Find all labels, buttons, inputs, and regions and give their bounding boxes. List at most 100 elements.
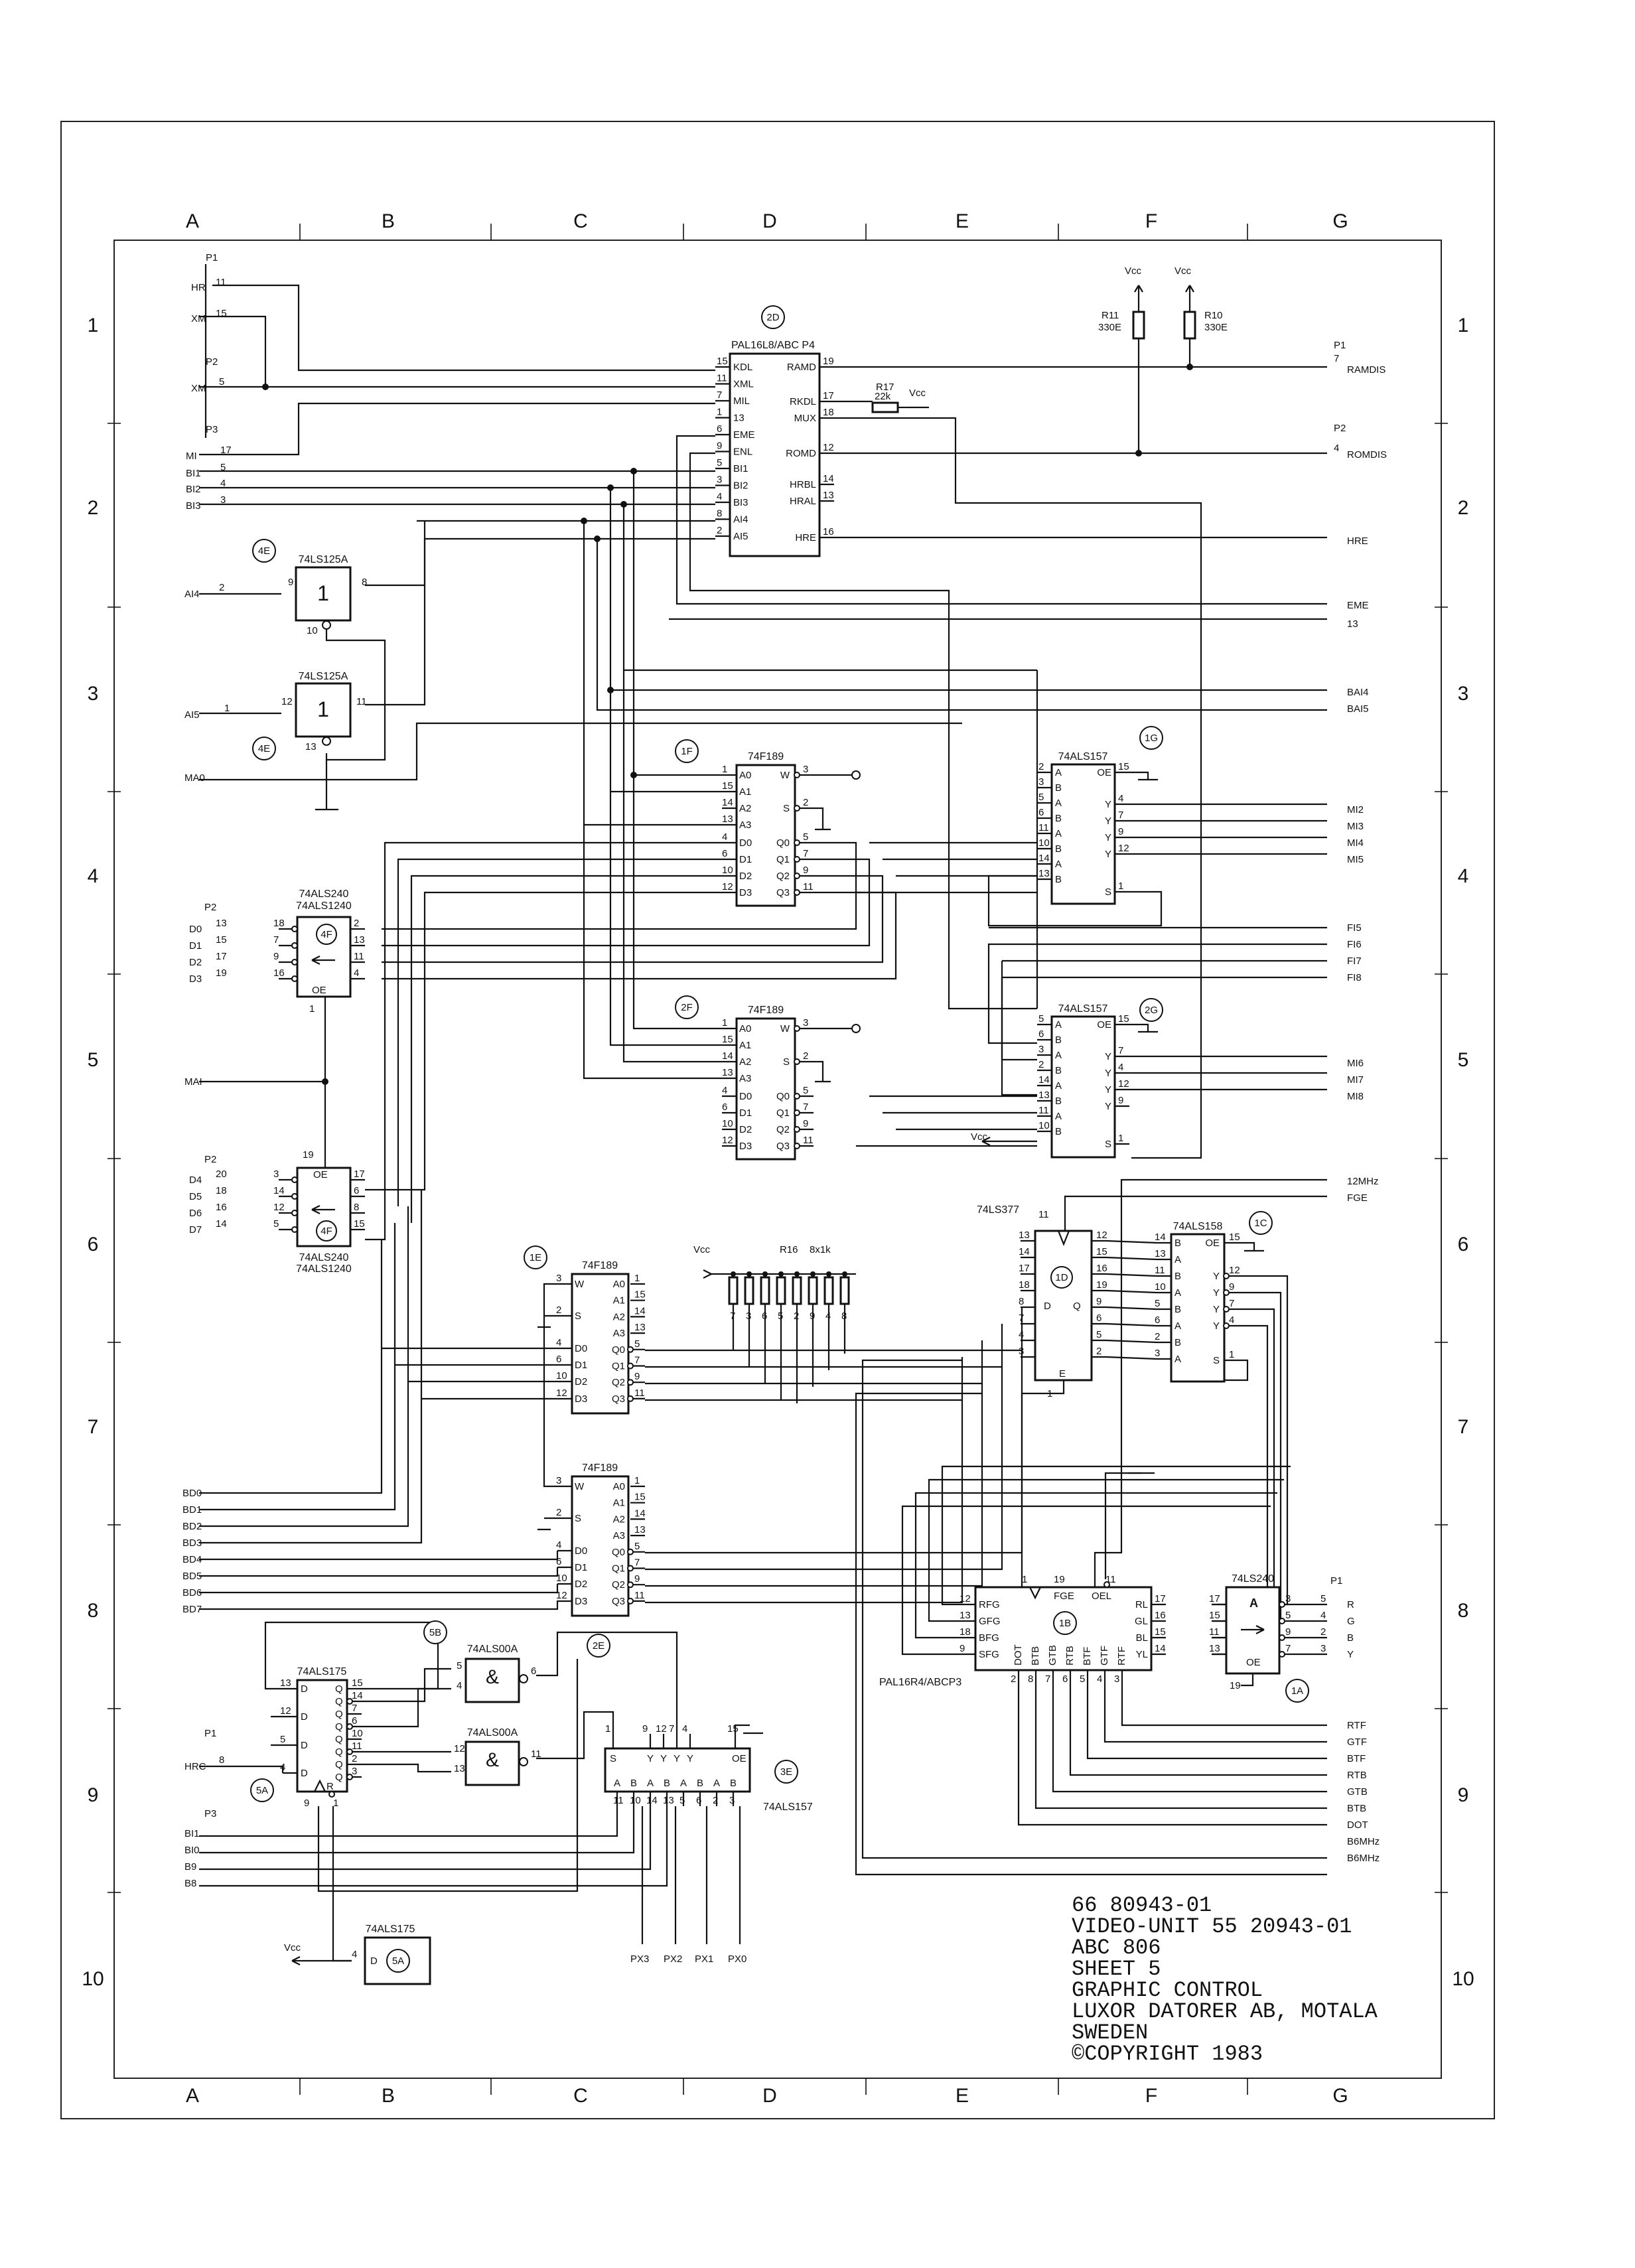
- signal-label: BI3: [186, 500, 201, 512]
- driver-4f-top-oe: OE: [312, 985, 326, 996]
- ram-2f-pin-label: A3: [739, 1073, 751, 1084]
- zone-row-10: 10: [1452, 1968, 1474, 1990]
- ram-1f-pin-num: 13: [722, 814, 733, 825]
- ram-1e-pin-label: D3: [575, 1393, 587, 1405]
- mux-2g-pin-num: 5: [1038, 1013, 1044, 1025]
- driver-1a-name: 74LS240: [1232, 1573, 1274, 1585]
- ram-2e-ref-circle: [587, 1634, 610, 1658]
- mux-1g-pin-num: 14: [1038, 853, 1050, 864]
- nand-5b-bottom-body: [464, 1740, 520, 1786]
- mux-1g-pin-label: OE: [1097, 767, 1111, 778]
- pal-1b-pin-num: 12: [960, 1593, 971, 1604]
- ram-2e-pins: 3W2S4D06D110D212D31A015A114A213A35Q07Q19…: [556, 1475, 646, 1607]
- r16-pin-num: 7: [730, 1311, 735, 1322]
- mux-1g-pin-num: 10: [1038, 837, 1050, 849]
- ram-1f-pin-label: S: [783, 803, 790, 814]
- buffer-4e-top-en-bubble: [322, 620, 331, 630]
- latch-1d-pin-num: 17: [1019, 1263, 1030, 1274]
- pal-2d-pin-num: 3: [717, 474, 722, 486]
- nand-5b-bottom-pin-a: 12: [454, 1743, 465, 1754]
- buffer-4e-top-pin-out: 8: [362, 577, 367, 588]
- buffer-4e-bottom: 74LS125A 1 4E 12 11 13: [252, 671, 367, 760]
- ram-1e-pin-label: D2: [575, 1376, 587, 1387]
- pin-label: 7: [1334, 353, 1339, 364]
- signal-label: D6: [189, 1208, 202, 1219]
- ram-1f-pin-num: 3: [803, 764, 808, 775]
- latch-1d-pin-num: 5: [1096, 1329, 1102, 1340]
- signal-ramdis-label: RAMDIS: [1347, 364, 1386, 376]
- mux-3e-top-pin-num: 1: [605, 1723, 610, 1735]
- wire-xm: [199, 315, 715, 388]
- flipflop-5a-small-ref-circle: [386, 1949, 410, 1973]
- signal-label: FI8: [1347, 972, 1362, 983]
- ram-1f-pin-label: D0: [739, 837, 752, 849]
- flipflop-5a-pin-label: D: [301, 1711, 308, 1723]
- flipflop-5a-pin-bubble: [346, 1748, 353, 1755]
- driver-1a-pin-num: 11: [1209, 1626, 1220, 1638]
- mux-1g-pin-label: Y: [1105, 832, 1111, 843]
- mux-2g-pin-label: B: [1055, 1096, 1062, 1107]
- r16-pin-num: 2: [794, 1311, 799, 1322]
- driver-1a-pin-num: 5: [1285, 1610, 1291, 1621]
- ram-2e-pin-bubble: [627, 1597, 634, 1604]
- wire-b6mhz: [861, 1359, 1327, 1859]
- nand-5b-top-pin-b: 4: [457, 1680, 462, 1691]
- connector-p1-label: P1: [206, 252, 218, 263]
- pin-label: 8: [219, 1754, 224, 1766]
- pal-2d-pin-label: BI1: [733, 463, 748, 474]
- zone-row-7: 7: [1458, 1416, 1469, 1438]
- wire: [1105, 1339, 1157, 1344]
- title-line-model: ABC 806: [1072, 1936, 1161, 1960]
- connector-p1-rgby: P1: [1330, 1575, 1342, 1587]
- pal-2d-pin-num: 13: [823, 490, 834, 501]
- pin-label: 17: [216, 951, 227, 962]
- zone-row-1: 1: [88, 315, 99, 336]
- ram-2f-pin-num: 6: [722, 1101, 727, 1113]
- pal-2d-pin-num: 1: [717, 407, 722, 418]
- wire: [199, 1567, 559, 1577]
- flipflop-5a-pin-label: D: [301, 1768, 308, 1779]
- junction-dot: [607, 687, 614, 693]
- ram-2f-pin-label: Q0: [776, 1091, 790, 1102]
- signal-label: D0: [189, 924, 202, 935]
- pal-2d-pin-label: HRAL: [790, 496, 816, 507]
- signal-rgby-label: R: [1347, 1599, 1354, 1610]
- flipflop-5a-pin-label: Q: [335, 1696, 343, 1707]
- ram-2f-pin-label: Q2: [776, 1124, 790, 1135]
- mux-1c-pin-label: A: [1174, 1254, 1181, 1265]
- wire: [199, 1584, 559, 1594]
- ram-1f-pin-label: Q0: [776, 837, 790, 849]
- mux-1g-ref-circle: [1139, 726, 1163, 750]
- buffer-4e-bottom-pin-in: 12: [281, 696, 293, 707]
- zone-col-E: E: [956, 210, 969, 232]
- ram-2f-pin-num: 3: [803, 1017, 808, 1028]
- driver-1a-ref-circle: [1285, 1679, 1309, 1703]
- junction-dot: [1135, 450, 1142, 457]
- ram-1e-body: [571, 1273, 630, 1415]
- ram-1e-pin-num: 6: [556, 1354, 561, 1365]
- mux-1g-pin-label: A: [1055, 798, 1062, 809]
- mux-1c-pin-label: Y: [1213, 1271, 1220, 1282]
- pin-label: 3: [1320, 1643, 1326, 1654]
- r16-node: [810, 1271, 816, 1277]
- pin-label: 5: [1320, 1593, 1326, 1604]
- mux-1c-pin-num: 15: [1229, 1232, 1240, 1243]
- mux-1c-pin-num: 4: [1229, 1314, 1234, 1326]
- driver-4f-top-pin-num: 16: [273, 967, 285, 979]
- ram-2e-pin-label: W: [575, 1481, 585, 1492]
- r16-vcc: Vcc: [693, 1244, 711, 1255]
- pal-2d-pin-label: AI4: [733, 514, 748, 526]
- mux-2g-pin-num: 11: [1038, 1105, 1049, 1116]
- driver-4f-bottom-pin-num: 12: [273, 1202, 285, 1213]
- ram-2f-pin-label: Q1: [776, 1107, 790, 1119]
- pal-1b-top-pin: 19: [1054, 1574, 1065, 1585]
- signal-label: D7: [189, 1224, 202, 1236]
- r17-value: 22k: [875, 391, 891, 402]
- ram-2f-pins: 1A015A114A213A34D06D110D212D33W2S5Q07Q19…: [722, 1017, 814, 1152]
- mux-2g-pin-label: OE: [1097, 1019, 1111, 1030]
- wire: [362, 1687, 451, 1728]
- r16-node: [731, 1271, 736, 1277]
